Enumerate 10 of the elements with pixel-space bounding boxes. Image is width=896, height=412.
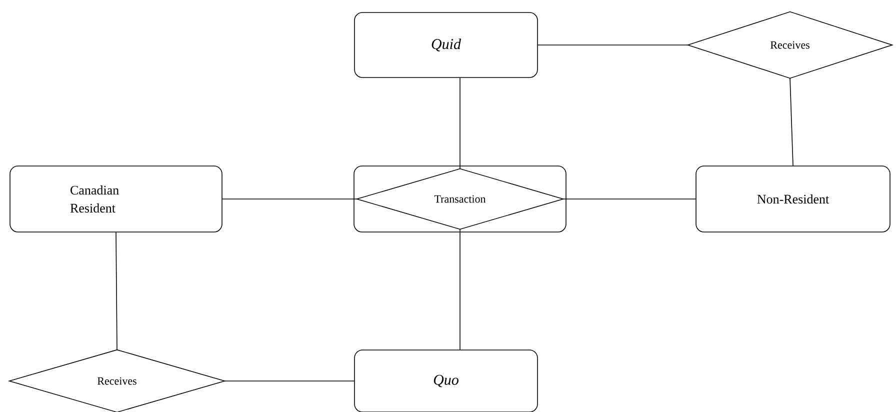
connector-line — [222, 198, 358, 200]
connector-line — [790, 78, 794, 166]
entity-box: Canadian Resident — [10, 166, 222, 232]
connector-line — [116, 232, 118, 350]
entity-box: Non-Resident — [696, 166, 890, 232]
connector-line — [562, 198, 696, 200]
entity-box: Quid — [354, 12, 538, 78]
entity-box: Quo — [354, 350, 538, 412]
connector-line — [224, 380, 354, 382]
connector-line — [538, 44, 688, 46]
